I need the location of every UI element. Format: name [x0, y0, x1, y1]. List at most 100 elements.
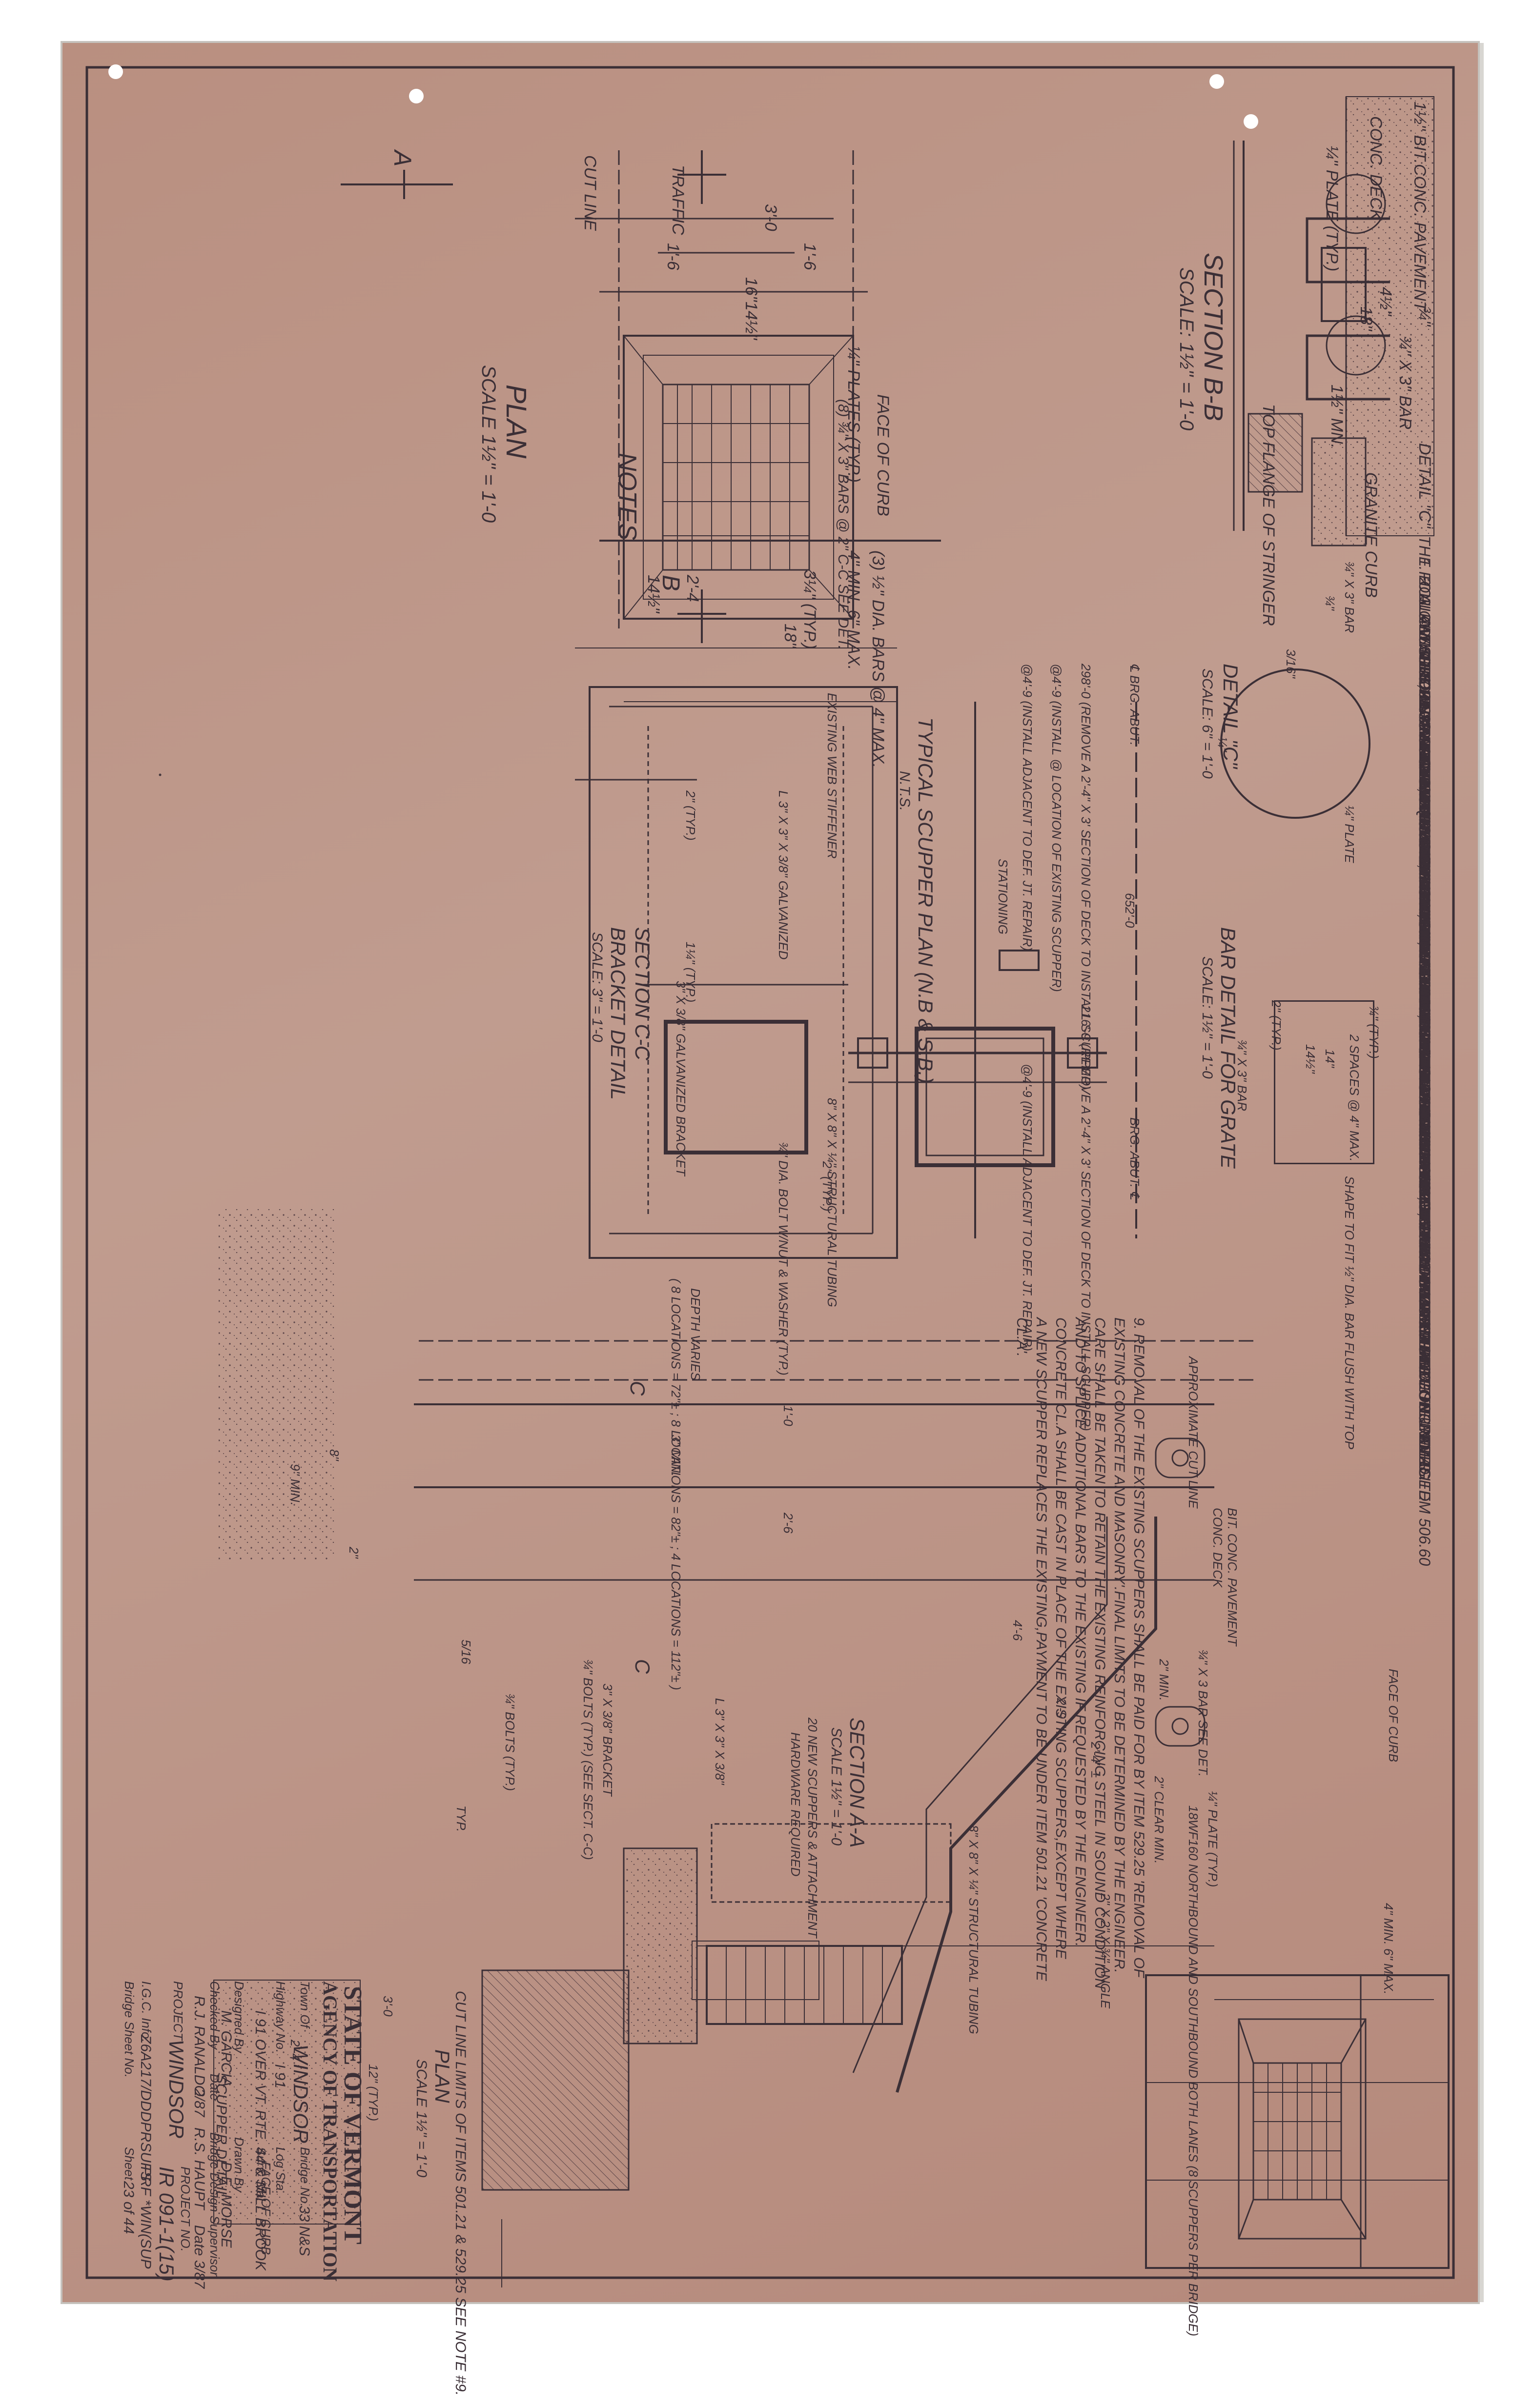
plan-top-cutline: CUT LINE [581, 155, 599, 231]
notes-item: 7. THE REMOVAL OF THE DECK TO INSTALL NE… [1416, 753, 1433, 1475]
section-bb-bar: ¾" X 3" BAR [1396, 336, 1414, 429]
section-aa-drawing [213, 1209, 1253, 2287]
plan-top-title: PLAN [500, 384, 532, 459]
section-aa-d2b: 2" [347, 1547, 361, 1558]
typical-plan-drawing [589, 686, 898, 1259]
title-block-supervisor: R.S. HAUPT [191, 2127, 207, 2210]
drawing-canvas: SECTION B-B SCALE: 1½" = 1'-0 1½" BIT.CO… [85, 66, 1455, 2287]
notes-item: PROPERTIES ARE EQUIVALENT TO THE DETAILS… [1416, 655, 1433, 1092]
section-cc-sub: BRACKET DETAIL [607, 927, 630, 1100]
title-block-sheet: 23 of 44 [121, 2181, 137, 2234]
plan-top-d16: 16" [742, 277, 760, 303]
punch-hole [1244, 114, 1258, 129]
notes-item-9-line: AND TO SPLICE ADDITIONAL BARS TO THE EXI… [1072, 1317, 1088, 1947]
section-aa-plate: ¼" PLATE (TYP.) [1206, 1791, 1220, 1887]
notes-item: 2. ALL PLATES,BARS AND ANGLES SHALL CONF… [1416, 577, 1433, 1088]
notes-item-9-line: CL.A'. [1014, 1317, 1030, 1357]
plan-top-d1412b: 14½" [644, 575, 663, 614]
title-block-bridge: 33 N&S [296, 2206, 312, 2256]
section-aa-girder: 18WF160 NORTHBOUND AND SOUTHBOUND BOTH L… [1186, 1805, 1201, 2336]
section-aa-min3: 3" MIN. [669, 1435, 683, 1477]
section-bb-detailc: DETAIL "C" [1415, 443, 1434, 529]
title-block-file: PRF *WIN(SUP [138, 2166, 154, 2269]
section-cc-d2b: 2" (TYP.) [820, 1161, 835, 1212]
title-block-checked-label: Checked By [207, 1981, 222, 2050]
plan-top-face: FACE OF CURB [874, 394, 892, 516]
punch-hole [409, 89, 424, 103]
section-aa-d2min: 2" MIN. [1157, 1659, 1171, 1701]
section-aa-min: 4" MIN. 6" MAX. [1381, 1903, 1396, 1995]
notes-item-9-line: EXISTING CONCRETE AND MASONRY'.FINAL LIM… [1111, 1317, 1127, 1973]
title-block-project-label: PROJECT [171, 1981, 185, 2041]
section-bb-dim412: 4½" [1376, 287, 1395, 317]
section-aa-c2: C [631, 1659, 654, 1674]
section-cc-angle: L 3" X 3" X 3/8" GALVANIZED [776, 790, 791, 960]
section-cc-d2: 2" (TYP.) [683, 790, 698, 841]
section-cc-title: SECTION C-C [631, 927, 654, 1060]
title-block-surv-label: Surv. Sta. [254, 2147, 268, 2202]
detail-c-bar: ¾" X 3" BAR [1342, 561, 1357, 633]
section-aa-d46: 4'-6 [1010, 1620, 1025, 1641]
typical-plan-brg-left: ℄ BRG. ABUT. [1127, 664, 1142, 746]
detail-c-scale: SCALE: 6" = 1'-0 [1199, 668, 1215, 779]
section-aa-depth: DEPTH VARIES [688, 1288, 703, 1381]
section-aa-d8: 8" [327, 1449, 342, 1461]
plan-top-d1412: 14½" [742, 302, 760, 341]
plan-bottom-drawing [1214, 1999, 1434, 2240]
title-block-desc: I 91 OVER VT. RTE. 44 & MILL BROOK [252, 2010, 268, 2270]
notes-item: 8. ALL NEW STRUCTURAL SHAPES AND PLATES … [1416, 831, 1433, 1566]
section-aa-clear: 2" CLEAR MIN. [1152, 1776, 1166, 1864]
punch-hole [1209, 74, 1224, 89]
section-aa-bar: ¾" X 3 BAR SEE DET. [1196, 1649, 1210, 1777]
plan-top-drawing [341, 150, 941, 781]
title-block-log-label: Log Sta. [273, 2147, 288, 2194]
section-bb-asphalt: 1½" BIT.CONC. PAVEMENT [1411, 101, 1429, 312]
title-block-state: STATE OF VERMONT [339, 1986, 367, 2245]
section-aa-title: SECTION A-A [846, 1718, 869, 1848]
detail-c-circle [159, 773, 162, 776]
drawing-sheet: SECTION B-B SCALE: 1½" = 1'-0 1½" BIT.CO… [62, 43, 1478, 2302]
section-bb-drawing [1233, 96, 1434, 546]
title-block-frame [1145, 1974, 1450, 2269]
section-bb-dim18: 18" [1357, 306, 1375, 332]
section-bb-deck: CONC. DECK [1367, 116, 1385, 221]
section-aa-L: L 3" X 3" X 3/8" [713, 1698, 727, 1785]
plan-top-d30: 3'-0 [761, 204, 780, 231]
detail-c-d34: ¾" [1323, 595, 1337, 610]
section-aa-sub1: 20 NEW SCUPPERS & ATTACHMENT [805, 1718, 820, 1938]
notes-item: BY THE ENGINEER,SHALL BE PAID FOR BY ITE… [1416, 772, 1433, 1466]
notes-list: 1. HOLLOW STRUCTURAL STEEL TUBING SHALL … [1416, 558, 1433, 1566]
plan-bottom-d30: 3'-0 [381, 1996, 395, 2017]
section-cc-scale: SCALE: 3" = 1'-0 [589, 932, 605, 1042]
notes-item-9-line: A NEW SCUPPER REPLACES THE EXISTING,PAYM… [1033, 1317, 1049, 1981]
title-block-projno-label: PROJECT NO. [178, 2166, 193, 2252]
title-block-sheetno-label: Bridge Sheet No. [122, 1981, 137, 2078]
title-block-hwy-label: Highway No. [273, 1981, 288, 2053]
section-aa-conc: CONC. DECK [1210, 1508, 1225, 1588]
typical-plan-stationing: STATIONING [996, 859, 1010, 935]
plan-bottom-d12: 12" (TYP.) [366, 2064, 381, 2122]
notes-item-9-line: CARE SHALL BE TAKEN TO RETAIN THE EXISTI… [1092, 1317, 1108, 1989]
typical-plan-brg-right: BRG. ABUT. ℄ [1127, 1117, 1142, 1199]
notes-item: BY THOROUGHLY CLEANING THE DAMAGED AREAS… [1416, 714, 1433, 1501]
title-block-agency: AGENCY OF TRANSPORTATION [319, 1981, 341, 2282]
section-aa-tube: 8" X 8" X ¼" STRUCTURAL TUBING [966, 1825, 981, 2034]
section-aa-bolts: ¾" BOLTS (TYP.) [503, 1693, 517, 1791]
title-block-igc-label: I.G.C. Info. [139, 1981, 154, 2043]
notes-item: 1. HOLLOW STRUCTURAL STEEL TUBING SHALL … [1416, 558, 1433, 1203]
title-block-town-label: Town Of [298, 1981, 312, 2028]
title-block-sheet-label: Sheet [122, 2147, 137, 2180]
notes-item: 5. THE BAR AND GRATE SECTION MAY BE PREF… [1416, 636, 1433, 1415]
sheet-border [85, 66, 1455, 2279]
title-block-date2: Date 3/87 [191, 2225, 207, 2289]
section-aa-bit: BIT. CONC. PAVEMENT [1225, 1508, 1240, 1646]
plan-top-d16a: 1'-6 [664, 243, 682, 270]
section-bb-title: SECTION B-B [1199, 253, 1228, 421]
bar-detail-scale: SCALE: 1½" = 1'-0 [1199, 956, 1215, 1079]
section-aa-bolts2: ¾" BOLTS (TYP.) (SEE SECT. C-C) [581, 1659, 595, 1860]
notes-item: "STRUCTURAL STEEL PLATES". [1416, 850, 1433, 1087]
title-block-supervisor-label: Bridge Design Supervisor [207, 2132, 222, 2276]
section-aa-d9: 9" MIN. [288, 1464, 303, 1506]
notes-item: AREAS WITH TWO COATS OF ZINC RICH PAINT. [1416, 732, 1433, 1090]
section-bb-scale: SCALE: 1½" = 1'-0 [1176, 267, 1197, 430]
